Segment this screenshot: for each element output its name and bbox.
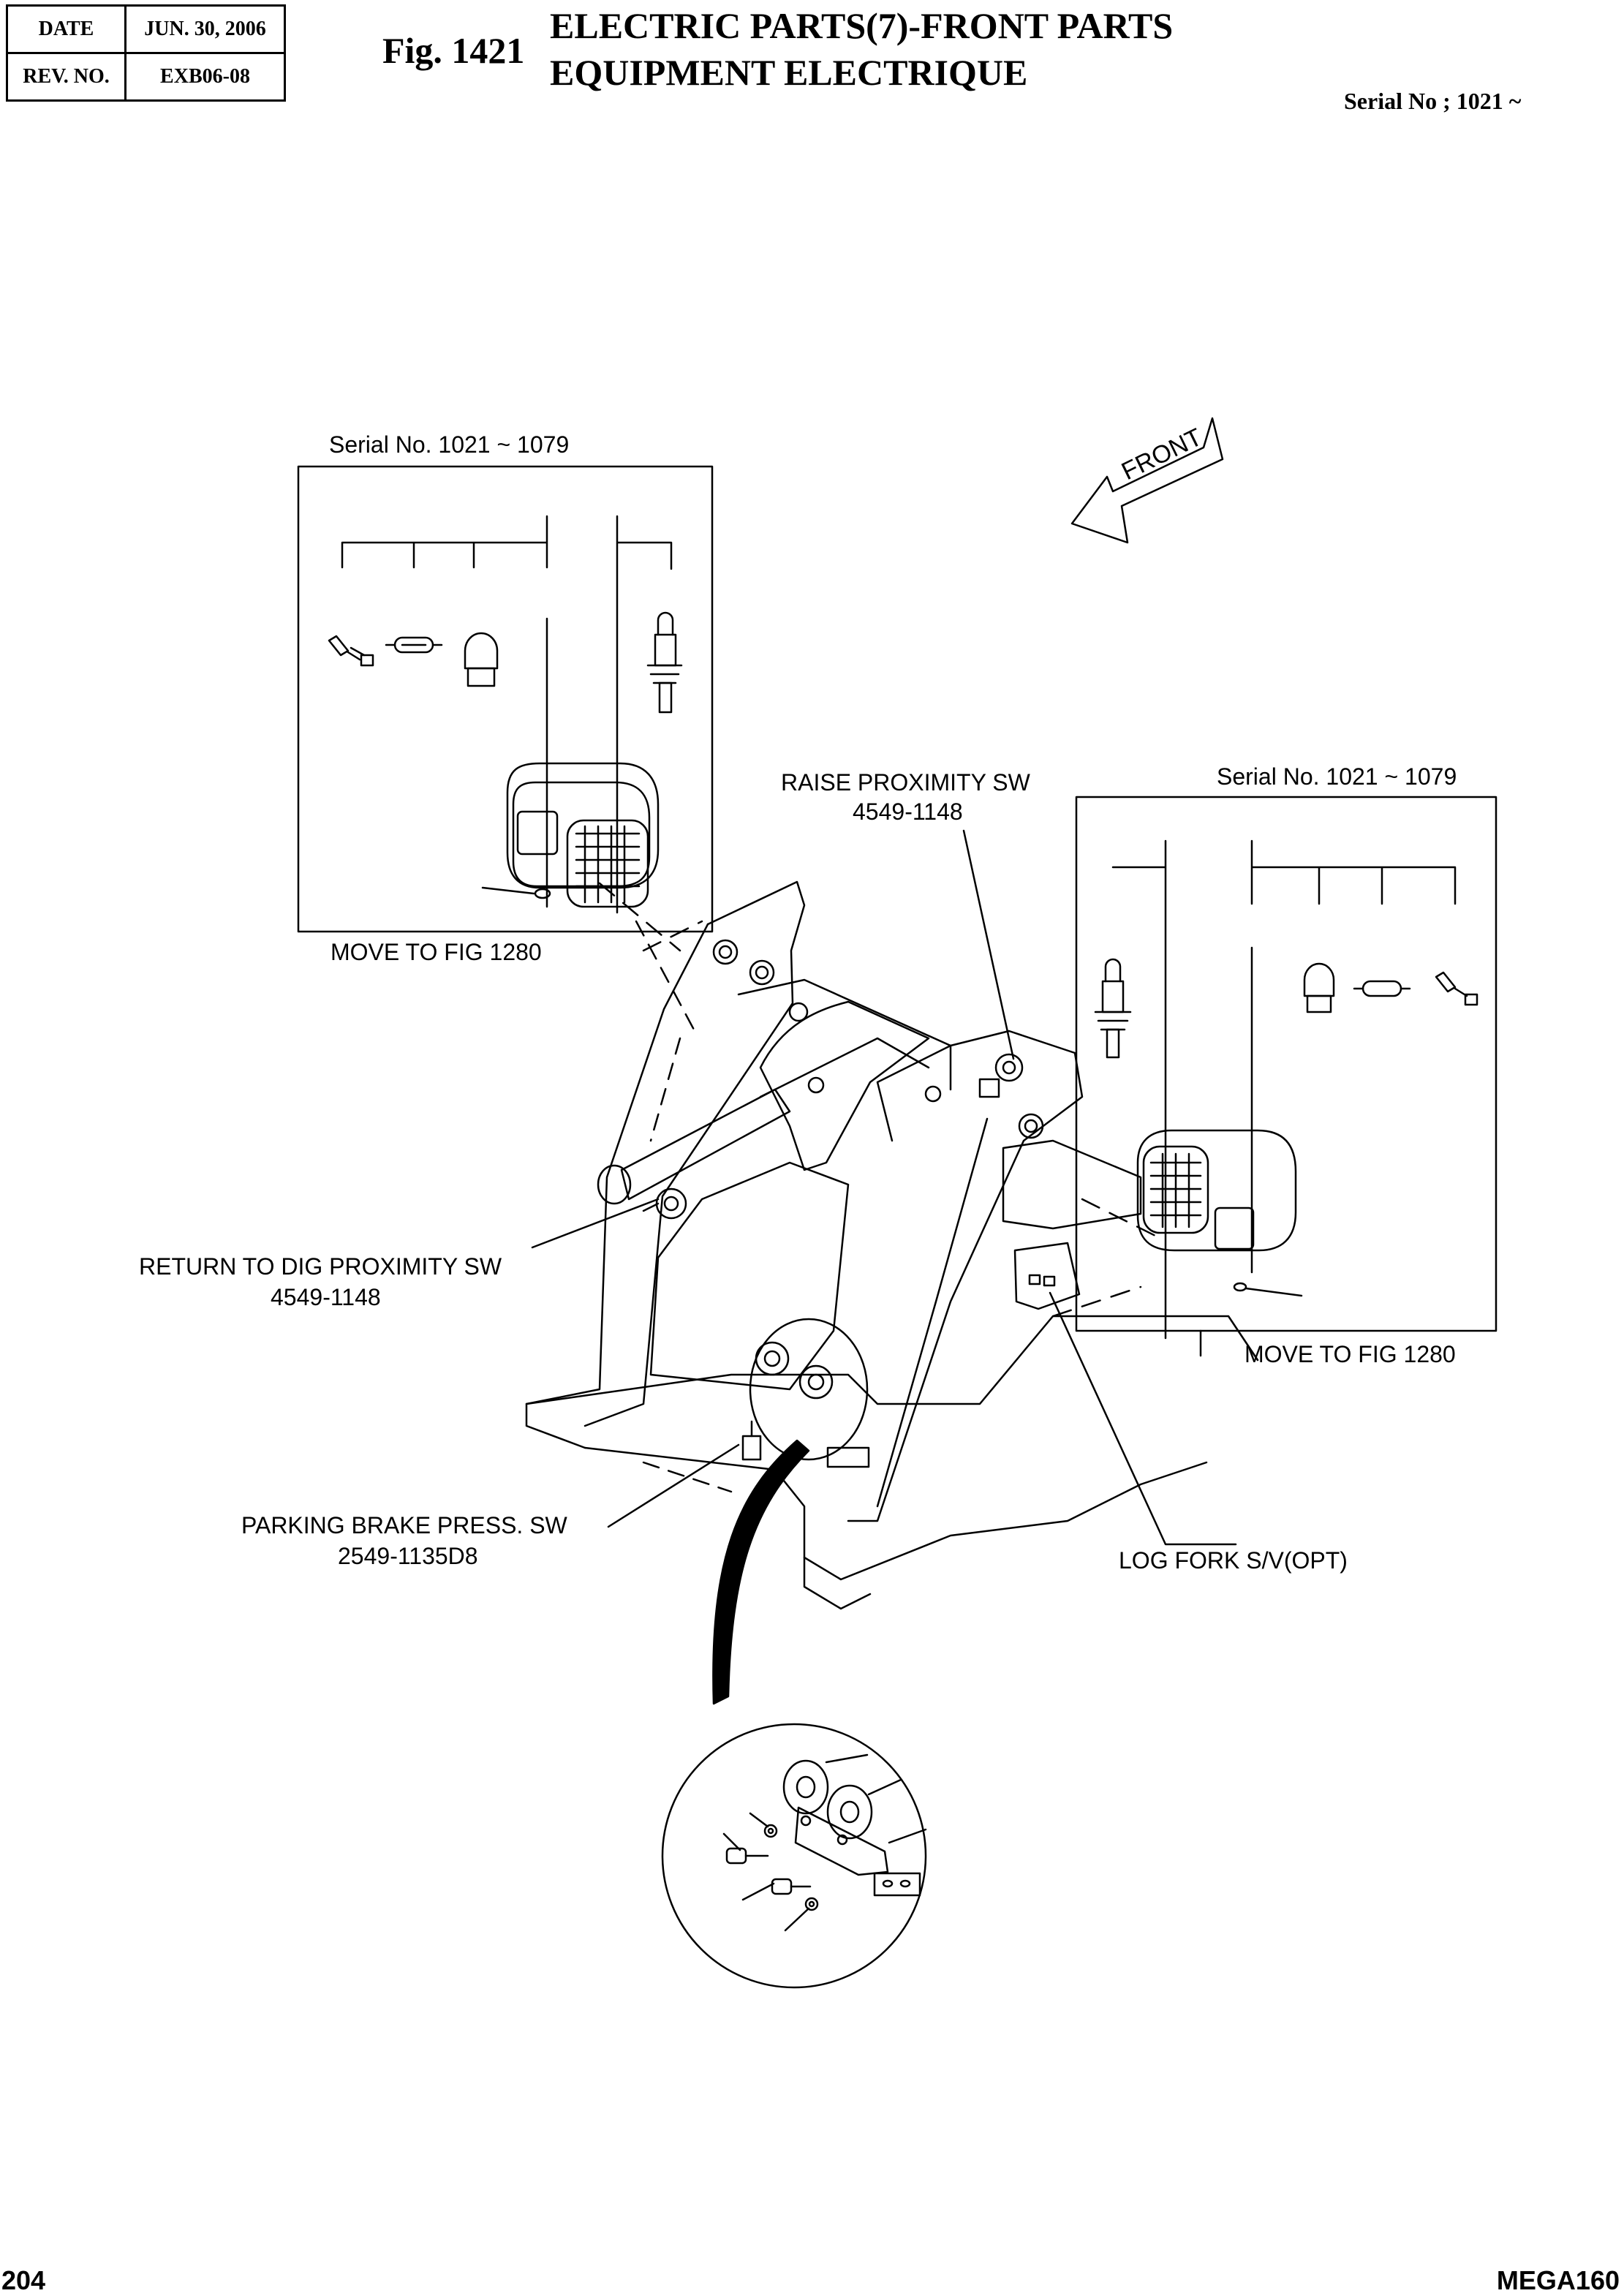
connector-icon: [1435, 971, 1478, 1006]
left-box-serial: Serial No. 1021 ~ 1079: [329, 431, 570, 458]
raise-proximity-switch: [978, 1053, 1024, 1098]
figure-number: Fig. 1421: [382, 30, 525, 71]
rev-value: EXB06-08: [160, 65, 250, 88]
raise-proximity-part: 4549-1148: [853, 798, 963, 825]
right-box-serial: Serial No. 1021 ~ 1079: [1217, 763, 1457, 790]
callout-leaders: [531, 829, 1237, 1546]
work-lamp-icon: [1136, 1129, 1303, 1297]
parking-brake-part: 2549-1135D8: [338, 1543, 478, 1569]
page-number: 204: [1, 2265, 46, 2295]
model-name: MEGA160: [1496, 2265, 1620, 2295]
front-frame-structure: [525, 880, 1259, 1610]
right-box-move-to: MOVE TO FIG 1280: [1245, 1341, 1456, 1367]
left-box-move-to: MOVE TO FIG 1280: [331, 939, 542, 965]
table-divider: [8, 52, 284, 54]
return-proximity-label: RETURN TO DIG PROXIMITY SW: [139, 1253, 502, 1280]
bayonet-bulb-icon: [464, 632, 499, 687]
log-fork-label: LOG FORK S/V(OPT): [1119, 1547, 1348, 1574]
connector-icon: [328, 635, 374, 667]
bayonet-bulb-icon: [1303, 962, 1335, 1013]
work-lamp-icon: [481, 762, 660, 908]
raise-proximity-label: RAISE PROXIMITY SW: [781, 769, 1030, 796]
rev-label: REV. NO.: [23, 65, 110, 88]
date-label: DATE: [38, 18, 94, 40]
right-inset-box: [1075, 796, 1498, 1340]
date-value: JUN. 30, 2006: [144, 18, 266, 40]
parking-brake-switch: [741, 1318, 870, 1468]
return-proximity-part: 4549-1148: [271, 1284, 381, 1310]
return-proximity-switch: [642, 1187, 687, 1220]
halogen-bulb-icon: [1094, 958, 1132, 1059]
halogen-bulb-icon: [646, 611, 683, 714]
detail-magnified-view: [661, 1723, 927, 1989]
parking-brake-label: PARKING BRAKE PRESS. SW: [241, 1512, 567, 1538]
detail-pointer: [712, 1439, 810, 1705]
festoon-bulb-icon: [1353, 980, 1411, 997]
page-subtitle: EQUIPMENT ELECTRIQUE: [550, 52, 1028, 93]
festoon-bulb-icon: [385, 636, 443, 654]
front-direction-arrow: [1070, 417, 1224, 544]
serial-range: Serial No ; 1021 ~: [1344, 88, 1522, 114]
page-title: ELECTRIC PARTS(7)-FRONT PARTS: [550, 5, 1174, 46]
revision-table: DATE JUN. 30, 2006 REV. NO. EXB06-08: [6, 4, 286, 102]
left-inset-box: [297, 465, 714, 933]
